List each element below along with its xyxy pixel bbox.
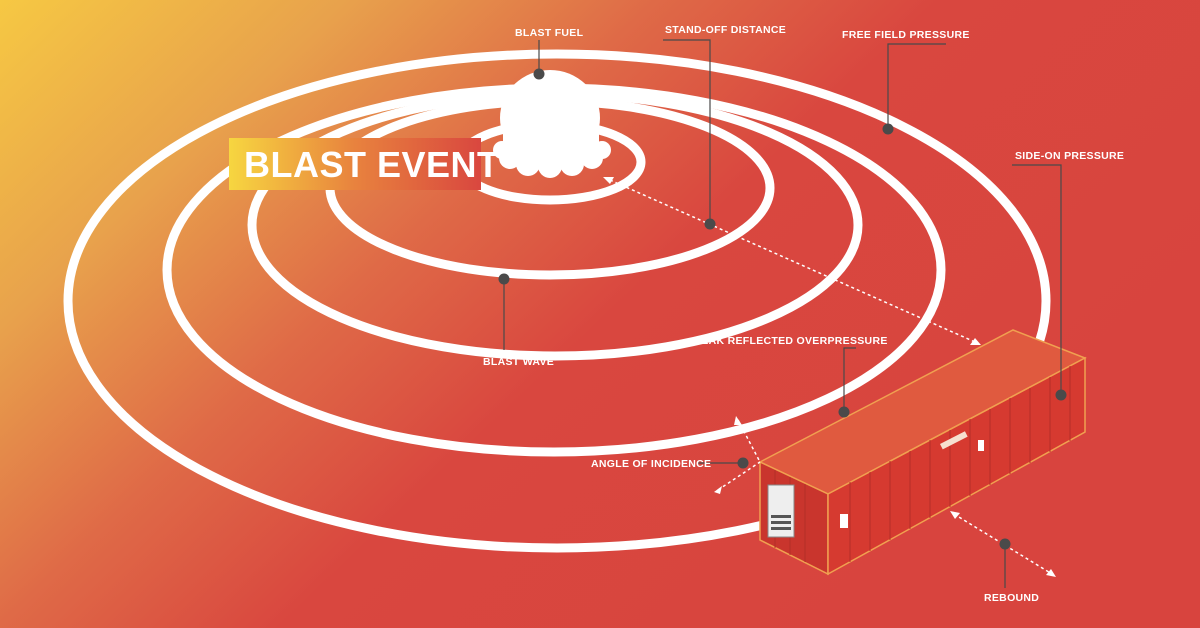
label-free-field-pressure: FREE FIELD PRESSURE [842,29,970,41]
callout-peak-reflected-overpressure: PEAK REFLECTED OVERPRESSURE [694,335,888,418]
callout-side-on-pressure: SIDE-ON PRESSURE [1012,150,1124,401]
callout-free-field-pressure: FREE FIELD PRESSURE [842,29,970,135]
label-stand-off-distance: STAND-OFF DISTANCE [665,24,786,36]
callout-rebound: REBOUND [984,538,1039,604]
title: BLAST EVENT [244,144,500,185]
label-peak-reflected-overpressure: PEAK REFLECTED OVERPRESSURE [694,335,888,347]
title-badge: BLAST EVENT [229,138,500,190]
ring-outer [63,49,1051,553]
label-side-on-pressure: SIDE-ON PRESSURE [1015,150,1124,162]
label-angle-of-incidence: ANGLE OF INCIDENCE [591,458,711,470]
placard [840,514,848,528]
callout-stand-off-distance: STAND-OFF DISTANCE [663,24,786,230]
stand-off-arrow [603,177,981,345]
label-blast-fuel: BLAST FUEL [515,27,584,39]
callout-blast-wave: BLAST WAVE [483,273,554,368]
callout-angle-of-incidence: ANGLE OF INCIDENCE [591,457,749,470]
incidence-arrows [714,416,761,494]
shipping-container [758,329,1087,576]
label-rebound: REBOUND [984,592,1039,604]
blast-fuel-cloud [493,70,611,178]
callout-blast-fuel: BLAST FUEL [515,27,584,80]
placard [978,440,984,451]
container-logo [940,431,968,450]
label-blast-wave: BLAST WAVE [483,356,554,368]
rebound-arrow [950,511,1056,577]
